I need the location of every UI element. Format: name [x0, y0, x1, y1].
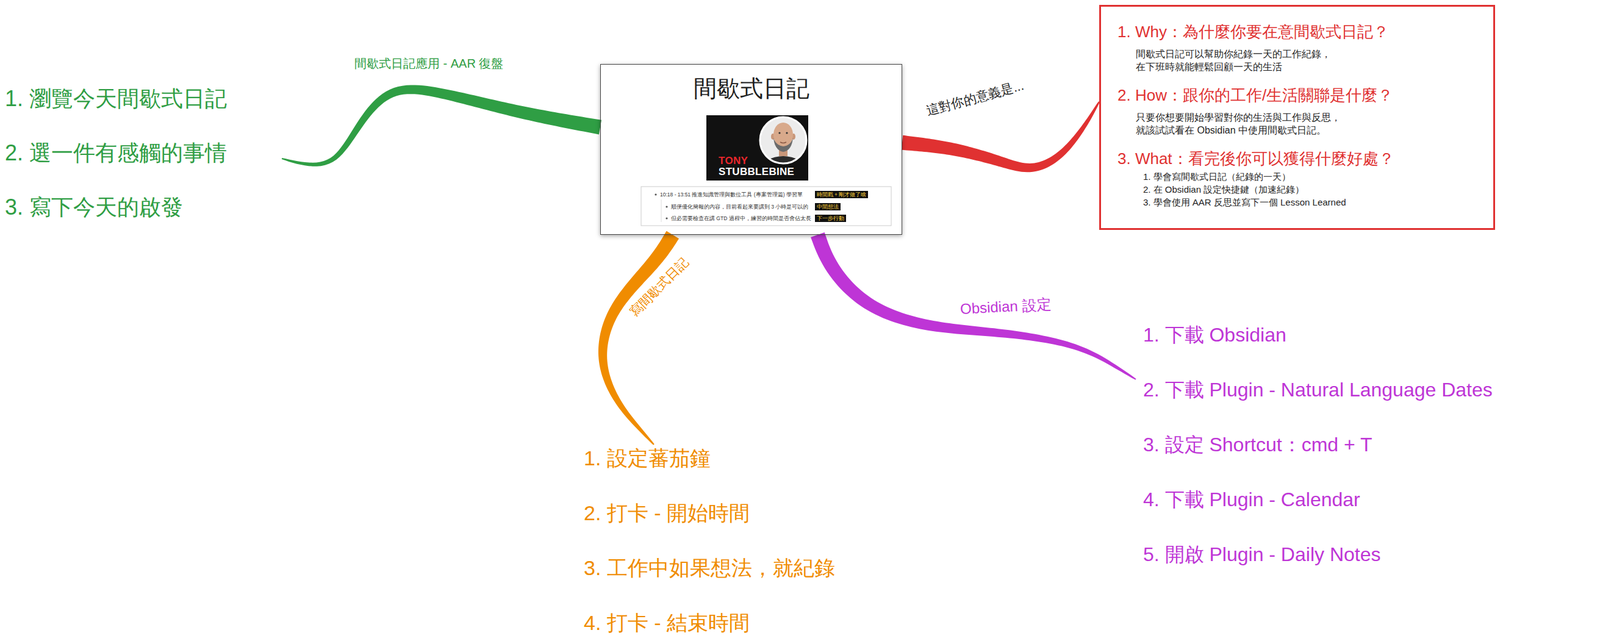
bullet-dot [665, 217, 668, 219]
note-tag: 時間戳 + 剛才做了啥 [814, 190, 869, 199]
list-item: 5. 開啟 Plugin - Daily Notes [1143, 541, 1493, 568]
branch-label: Obsidian 設定 [957, 295, 1055, 318]
photo-caption: STUBBLEBINE [718, 166, 795, 178]
list-item: 2. 選一件有感觸的事情 [4, 139, 227, 168]
screenshot-frame [641, 186, 892, 226]
photo-caption: TONY [718, 155, 748, 167]
body-text: 間歇式日記可以幫助你紀錄一天的工作紀錄， 在下班時就能輕鬆回顧一天的生活 [1135, 47, 1338, 74]
branch-label: 間歇式日記應用 - AAR 復盤 [351, 56, 506, 71]
list-item: 1. 下載 Obsidian [1143, 321, 1493, 349]
notes-screenshot [641, 186, 892, 226]
central-title: 間歇式日記 [600, 73, 902, 104]
branch-connector [598, 231, 679, 446]
bullet-dot [665, 205, 668, 208]
note-line: 順便優化簡報的內容，目前看起來要講到 3 小時是可以的 [670, 203, 809, 211]
branch-label: 這對你的意義是... [921, 76, 1028, 119]
benefit-item: 2. 在 Obsidian 設定快捷鍵（加速紀錄） [1143, 182, 1477, 196]
list-item: 3. 工作中如果想法，就紀錄 [583, 554, 836, 582]
info-box: 1. Why：為什麼你要在意間歇式日記？ 間歇式日記可以幫助你紀錄一天的工作紀錄，… [1099, 4, 1496, 230]
note-line: 但必需要檢查在講 GTD 過程中，練習的時間是否會佔太長 [670, 214, 812, 223]
list-item: 3. 設定 Shortcut：cmd + T [1143, 431, 1493, 459]
bullet-dot [654, 193, 657, 196]
list-item: 2. 打卡 - 開始時間 [583, 499, 836, 527]
list-item: 1. 設定蕃茄鐘 [583, 444, 836, 472]
photo-background [706, 115, 809, 181]
topic-list: 1. 瀏覽今天間歇式日記 2. 選一件有感觸的事情 3. 寫下今天的啟發 [4, 84, 282, 222]
topic-list: 1. 設定蕃茄鐘 2. 打卡 - 開始時間 3. 工作中如果想法，就紀錄 4. 打卡 … [583, 444, 836, 637]
portrait-photo [706, 115, 809, 183]
note-tag: 中間想法 [814, 203, 841, 211]
portrait-ring [760, 117, 807, 164]
note-line: 10:18 - 13:51 推進知識管理與數位工具 (專案管理篇) 學習單 [660, 190, 803, 199]
note-tag: 下一步行動 [814, 214, 847, 223]
body-text: 只要你想要開始學習對你的生活與工作與反思， 就該試試看在 Obsidian 中使… [1135, 111, 1347, 137]
topic-list: 1. 下載 Obsidian 2. 下載 Plugin - Natural Lan… [1135, 321, 1493, 568]
heading: 1. Why：為什麼你要在意間歇式日記？ [1117, 22, 1477, 41]
branch-connector [281, 84, 602, 166]
benefit-item: 1. 學會寫間歇式日記（紀錄的一天） [1143, 170, 1477, 183]
list-item: 3. 寫下今天的啟發 [4, 193, 227, 222]
heading: 2. How：跟你的工作/生活關聯是什麼？ [1117, 86, 1477, 105]
benefit-item: 3. 學會使用 AAR 反思並寫下一個 Lesson Learned [1143, 195, 1477, 209]
indent-guide [661, 199, 662, 223]
branch-connector [810, 232, 1136, 381]
list-item: 1. 瀏覽今天間歇式日記 [4, 84, 227, 113]
list-item: 4. 下載 Plugin - Calendar [1143, 486, 1493, 514]
list-item: 4. 打卡 - 結束時間 [583, 609, 836, 637]
list-item: 2. 下載 Plugin - Natural Language Dates [1143, 376, 1493, 404]
heading: 3. What：看完後你可以獲得什麼好處？ [1117, 149, 1477, 168]
